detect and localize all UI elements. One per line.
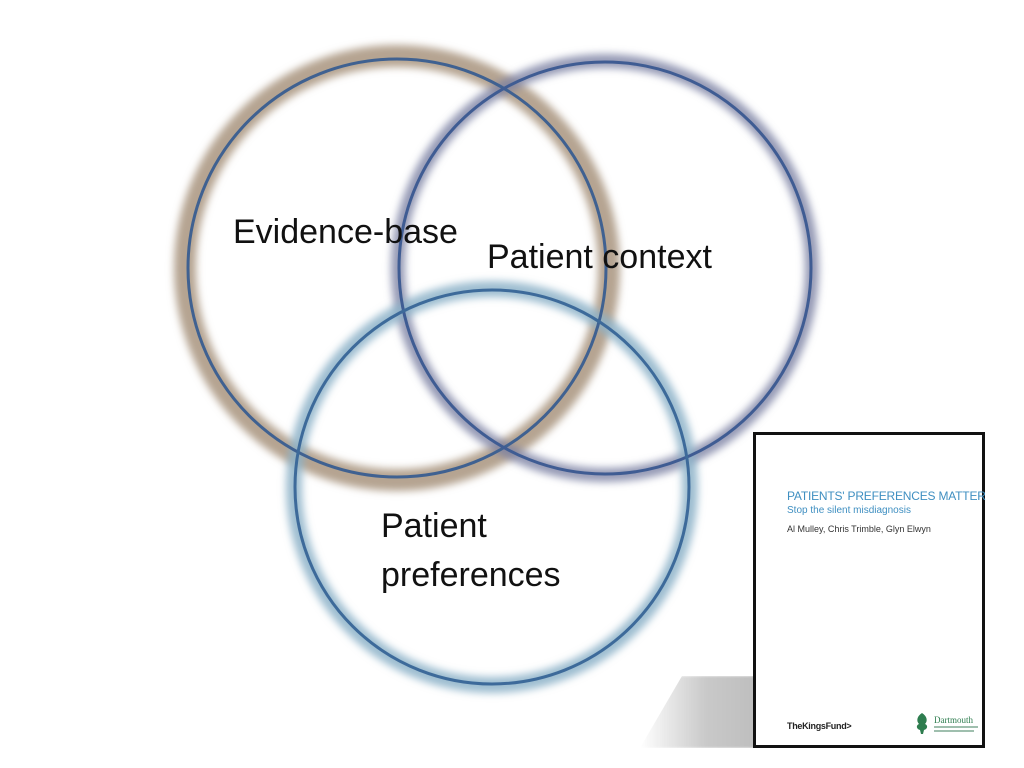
- logo-subtext-bar: [934, 726, 978, 728]
- evidence-base-label: Evidence-base: [233, 213, 458, 251]
- tree-icon: [916, 713, 928, 734]
- preferences-circle: [293, 288, 691, 686]
- dartmouth-logo-icon: Dartmouth: [916, 713, 978, 734]
- book-subtitle: Stop the silent misdiagnosis: [787, 505, 911, 516]
- evidence-circle-glow: [174, 45, 620, 491]
- context-circle: [397, 60, 813, 476]
- book-title: PATIENTS' PREFERENCES MATTER: [787, 489, 986, 503]
- logo-subtext-bar: [934, 730, 974, 732]
- patient-preferences-label-line: preferences: [381, 556, 561, 595]
- logo-text: Dartmouth: [934, 715, 973, 725]
- book-cover: PATIENTS' PREFERENCES MATTER Stop the si…: [753, 432, 986, 748]
- patient-preferences-label: Patient preferences: [381, 502, 561, 601]
- evidence-circle: [186, 57, 608, 479]
- book-authors: Al Mulley, Chris Trimble, Glyn Elwyn: [787, 524, 931, 534]
- patient-preferences-label-line: Patient: [381, 507, 487, 545]
- patient-context-label: Patient context: [487, 238, 712, 276]
- publisher-logo: TheKingsFund>: [787, 721, 852, 731]
